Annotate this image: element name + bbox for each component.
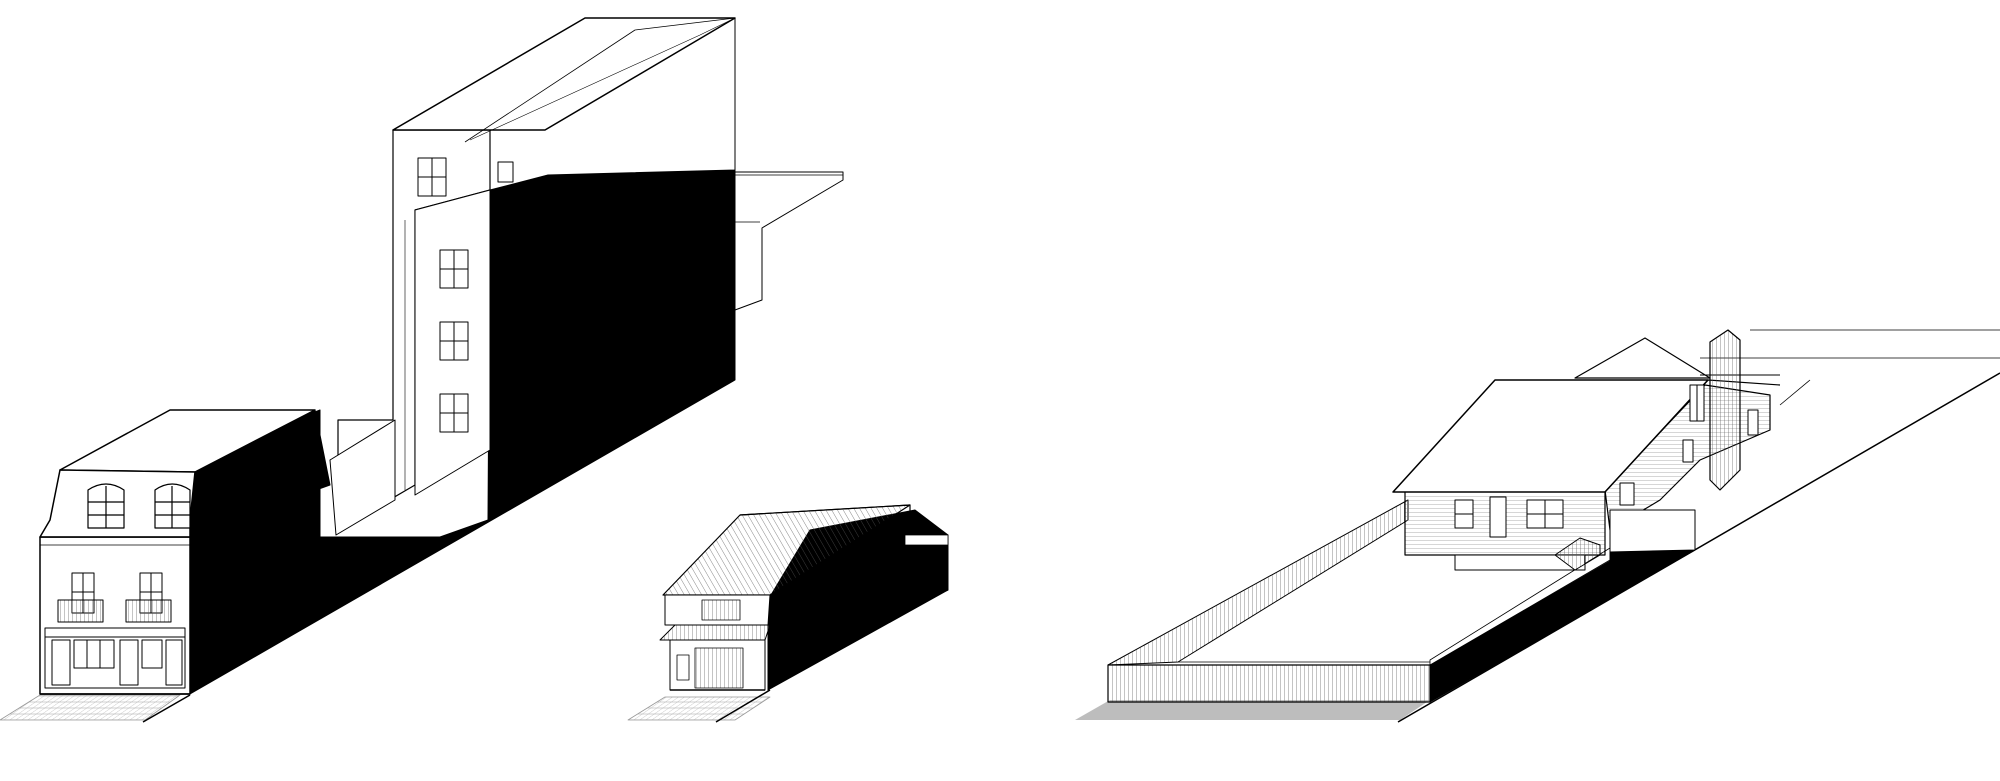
bungalow-with-yard: [1075, 329, 2000, 723]
front-paving: [0, 694, 181, 721]
tower-windows: [417, 157, 514, 433]
black-party-wall: [189, 17, 736, 695]
upper-shutters: [701, 599, 741, 621]
yard-fence-front: [1107, 664, 1431, 703]
front-paving: [627, 696, 771, 721]
chimney: [1709, 329, 1741, 491]
bungalow-windows: [1454, 384, 1759, 538]
back-gable: [1574, 337, 1711, 379]
dormer-windows: [87, 483, 191, 529]
garden-wall: [329, 419, 396, 536]
tall-narrow-townhouse: [0, 17, 844, 723]
porch-slab: [1454, 554, 1586, 571]
garage-door: [676, 647, 744, 689]
tower-roof: [392, 17, 736, 131]
yard-fence-left: [1107, 499, 1409, 666]
ground-shadow: [1075, 700, 1430, 720]
porch-wall: [1609, 509, 1696, 553]
small-two-storey-house: [627, 504, 949, 723]
rear-extension-outline: [734, 171, 844, 311]
shopfront: [44, 627, 186, 689]
property-line: [1397, 372, 2000, 723]
first-floor-windows: [57, 572, 172, 623]
porch-canopy: [659, 624, 771, 641]
entry-steps: [1554, 537, 1601, 571]
